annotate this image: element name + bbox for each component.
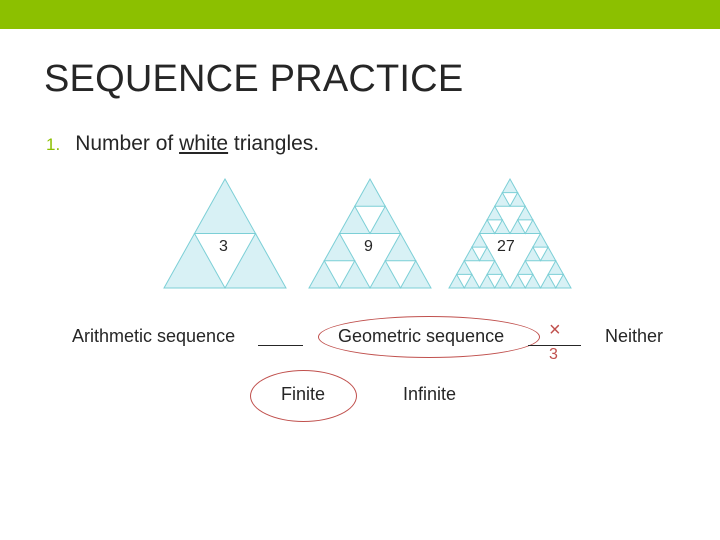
triangle-1-count: 3 xyxy=(219,238,228,256)
question-underlined-word: white xyxy=(179,132,228,155)
question-text-before: Number of xyxy=(75,132,179,155)
option-arithmetic-sequence: Arithmetic sequence xyxy=(72,326,235,347)
question-1: 1. Number of white triangles. xyxy=(46,132,319,156)
option-geometric-sequence: Geometric sequence xyxy=(338,326,504,347)
triangle-3-count: 27 xyxy=(497,238,515,256)
sierpinski-triangle-stage-1 xyxy=(163,178,287,290)
option-finite: Finite xyxy=(281,384,325,405)
x-mark-icon: × xyxy=(549,320,561,340)
common-ratio-annotation: 3 xyxy=(549,346,558,364)
triangle-2-count: 9 xyxy=(364,238,373,256)
option-infinite: Infinite xyxy=(403,384,456,405)
sierpinski-triangle-stage-2 xyxy=(308,178,432,290)
slide-title: SEQUENCE PRACTICE xyxy=(44,58,463,101)
arithmetic-answer-blank xyxy=(258,345,303,346)
option-neither: Neither xyxy=(605,326,663,347)
question-number: 1. xyxy=(46,135,60,154)
question-text-after: triangles. xyxy=(228,132,319,155)
sierpinski-triangle-stage-3 xyxy=(448,178,572,290)
header-accent-bar xyxy=(0,0,720,29)
